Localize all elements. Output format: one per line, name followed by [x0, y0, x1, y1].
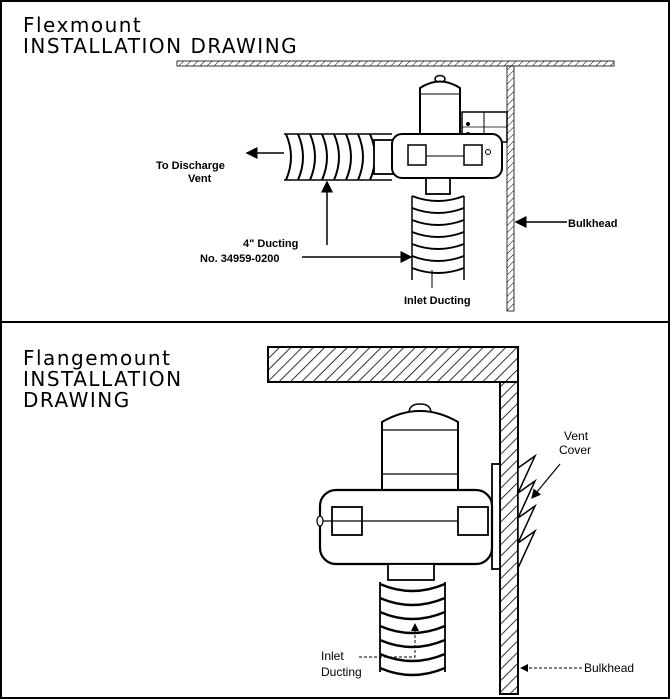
flange-vent-label-1: Vent — [564, 429, 589, 443]
flange-inlet-label-1: Inlet — [321, 649, 344, 663]
flex-bulkhead-label: Bulkhead — [568, 218, 618, 230]
flex-discharge-label-1: To Discharge — [156, 160, 225, 172]
flex-inlet-label: Inlet Ducting — [404, 295, 471, 307]
flange-ceiling — [267, 346, 519, 383]
flange-heater-upper — [381, 410, 459, 491]
flangemount-title: Flangemount — [23, 346, 172, 370]
flexmount-subtitle: INSTALLATION DRAWING — [23, 34, 299, 58]
flange-inlet-label-2: Ducting — [321, 665, 362, 679]
flex-discharge-duct — [284, 133, 392, 181]
flex-inlet-coil — [411, 195, 465, 280]
flex-bulkhead-wall — [506, 65, 515, 312]
flange-vent-label-2: Cover — [559, 443, 591, 457]
flange-bulkhead-label: Bulkhead — [584, 661, 634, 675]
flexmount-heading: Flexmount INSTALLATION DRAWING — [23, 15, 298, 57]
flex-discharge-label-2: Vent — [188, 173, 212, 185]
flexmount-title: Flexmount — [23, 13, 143, 37]
flange-inlet-coil — [379, 582, 446, 677]
flex-heater-upper — [419, 80, 461, 139]
flange-bulkhead-wall — [499, 381, 519, 695]
flangemount-heading: Flangemount INSTALLATION DRAWING — [23, 348, 183, 411]
flangemount-subtitle-1: INSTALLATION — [23, 367, 183, 391]
flange-plate — [491, 463, 501, 570]
flex-ducting-label-1: 4" Ducting — [243, 238, 298, 250]
flexmount-drawing: To Discharge Vent 4" Ducting No. 34959-0… — [156, 60, 618, 312]
flex-ceiling — [176, 60, 615, 67]
flex-ducting-label-2: No. 34959-0200 — [200, 253, 280, 265]
flangemount-subtitle-2: DRAWING — [23, 388, 131, 412]
flangemount-drawing: Vent Cover Inlet Ducting Bulkhead — [267, 346, 634, 695]
flange-vent-cover — [517, 453, 537, 569]
